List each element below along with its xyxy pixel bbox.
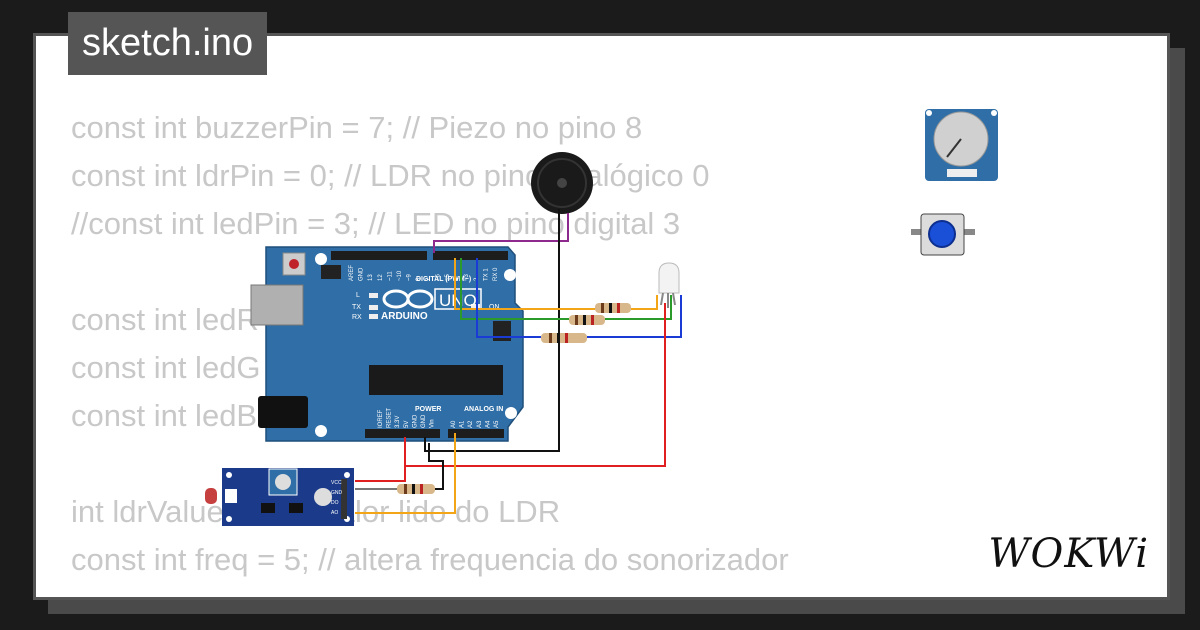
pin-label: A3	[477, 420, 483, 428]
preview-card: const int buzzerPin = 7; // Piezo no pin…	[33, 33, 1170, 600]
ldr-pin-gnd: GND	[331, 490, 343, 496]
potentiometer-icon[interactable]	[925, 109, 998, 181]
code-line: //const int ledPin = 3; // LED no pino d…	[71, 206, 681, 241]
on-label: ON	[489, 304, 500, 311]
pin-label: ~5	[445, 273, 451, 281]
pin-label: Vin	[430, 419, 436, 428]
power-label: POWER	[415, 406, 441, 413]
pin-label: IOREF	[378, 409, 384, 428]
resistor-icon	[397, 484, 435, 494]
pin-label: A1	[460, 420, 466, 428]
pin-label: 12	[378, 274, 384, 281]
pin-label: ~11	[387, 271, 393, 281]
pin-label: GND	[359, 267, 365, 281]
pin-label: ~10	[397, 270, 403, 281]
analog-label: ANALOG IN	[464, 406, 503, 413]
tx-label: TX	[352, 304, 361, 311]
wires	[355, 209, 682, 514]
ldr-pin-ao: AO	[331, 510, 338, 516]
l-label: L	[356, 292, 360, 299]
ldr-pin-do: DO	[331, 500, 339, 506]
pin-label: 5V	[404, 421, 410, 428]
code-line: const int ldrPin = 0; // LDR no pino ana…	[71, 158, 710, 193]
pin-label: GND	[421, 414, 427, 428]
pin-label: 3.3V	[395, 416, 401, 428]
pin-label: 8	[416, 277, 422, 281]
pin-label: A4	[485, 420, 491, 428]
ldr-sensor-icon[interactable]: VCC GND DO AO	[205, 468, 354, 526]
pin-label: A5	[494, 420, 500, 428]
buzzer-icon[interactable]	[531, 152, 593, 214]
code-line: const int buzzerPin = 7; // Piezo no pin…	[71, 110, 643, 145]
resistor-icon	[595, 303, 631, 313]
resistor-icon	[569, 315, 605, 325]
pin-label: ~9	[407, 273, 413, 281]
digital-label: DIGITAL (PWM~)	[416, 276, 471, 283]
ldr-pin-vcc: VCC	[331, 480, 342, 486]
pin-label: AREF	[349, 265, 355, 281]
pin-label: RX 0	[493, 267, 499, 281]
pin-label: 13	[368, 274, 374, 281]
arduino-uno-board[interactable]: ARDUINO UNO DIGITAL (PWM~) POWER ANALOG …	[250, 246, 524, 442]
pin-label: A0	[451, 420, 457, 428]
resistor-icon	[541, 333, 587, 343]
pushbutton-icon[interactable]	[911, 213, 975, 256]
file-tab[interactable]: sketch.ino	[68, 12, 268, 75]
pin-label: ~3	[464, 273, 470, 281]
rx-label: RX	[352, 314, 362, 321]
pin-label: ~6	[435, 273, 441, 281]
rgb-led-icon[interactable]	[658, 262, 680, 308]
pin-label: A2	[468, 420, 474, 428]
pin-label: 7	[426, 277, 432, 281]
pin-label: 4	[455, 277, 461, 281]
circuit-diagram: ARDUINO UNO DIGITAL (PWM~) POWER ANALOG …	[205, 109, 998, 526]
board-name: UNO	[439, 291, 477, 310]
wokwi-logo: WOKWi	[988, 531, 1149, 577]
board-brand: ARDUINO	[381, 311, 428, 322]
code-line: const int freq = 5; // altera frequencia…	[71, 542, 789, 577]
pin-label: RESET	[387, 408, 393, 428]
pin-label: GND	[412, 414, 418, 428]
pin-label: TX 1	[483, 268, 489, 281]
